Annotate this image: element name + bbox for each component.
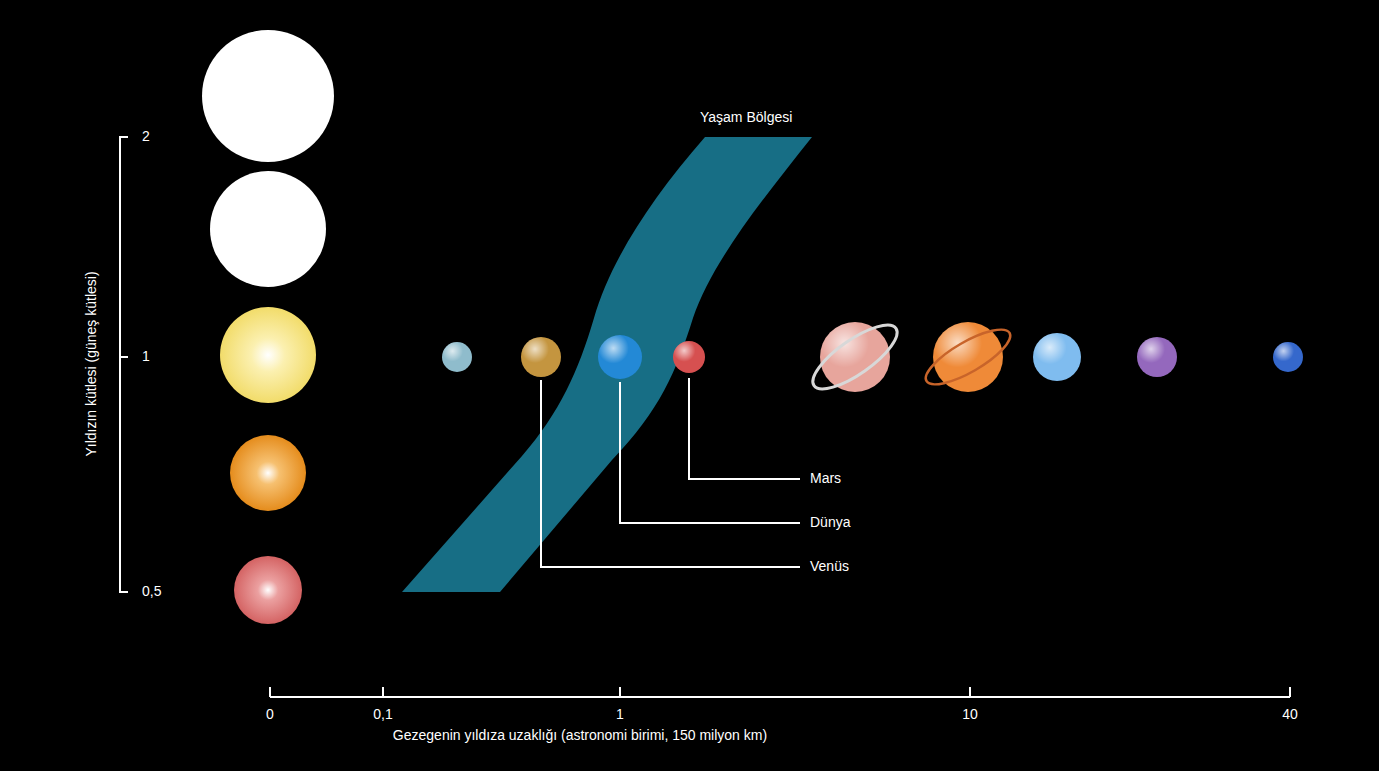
- tick-label: 2: [142, 129, 150, 144]
- planet-label: Venüs: [810, 559, 849, 574]
- zone-label: Yaşam Bölgesi: [700, 110, 792, 125]
- planet-label: Dünya: [810, 515, 850, 530]
- tick-label: 0,5: [142, 584, 161, 599]
- tick-label: 0: [266, 707, 274, 722]
- tick-label: 1: [616, 707, 624, 722]
- tick-label: 1: [142, 349, 150, 364]
- x-axis: [270, 687, 1290, 697]
- star: [220, 307, 316, 403]
- star: [210, 171, 326, 287]
- leader-line: [541, 378, 800, 567]
- tick-label: 40: [1282, 707, 1298, 722]
- tick-label: 10: [962, 707, 978, 722]
- star: [234, 556, 302, 624]
- planet-label: Mars: [810, 471, 841, 486]
- axis-title: Yıldızın kütlesi (güneş kütlesi): [84, 271, 99, 456]
- tick-label: 0,1: [373, 707, 392, 722]
- planets: [442, 314, 1303, 399]
- star: [202, 30, 334, 162]
- star: [230, 435, 306, 511]
- y-axis: [120, 137, 128, 592]
- habitable-zone: [402, 137, 812, 592]
- axis-title: Gezegenin yıldıza uzaklığı (astronomi bi…: [393, 728, 767, 743]
